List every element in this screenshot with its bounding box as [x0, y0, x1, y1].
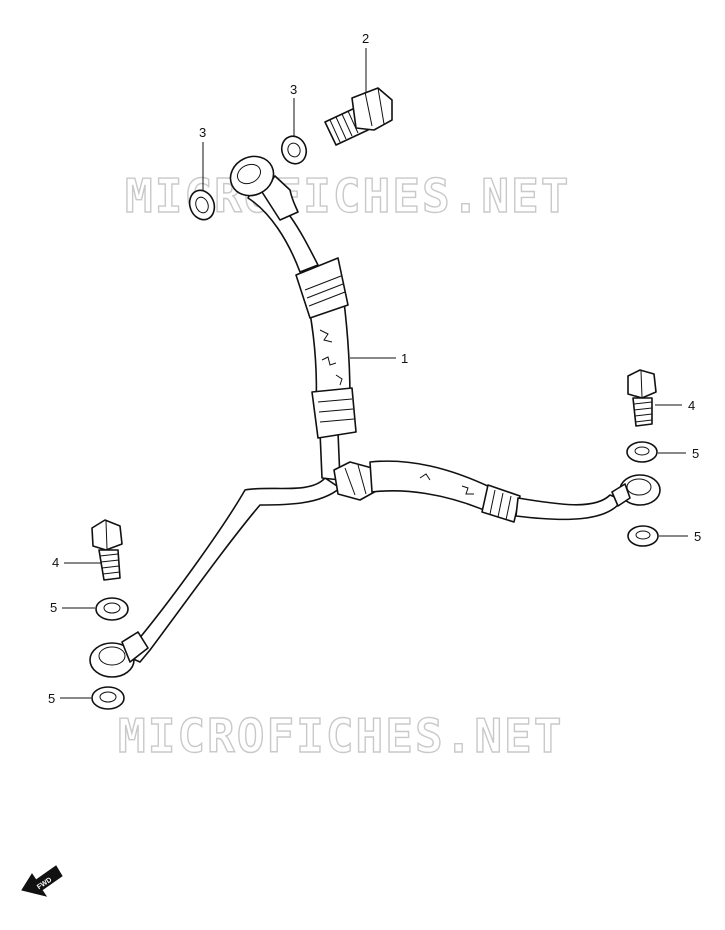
- gasket-5-right-upper: [626, 441, 658, 463]
- callout-2: 2: [362, 31, 369, 46]
- callout-5-right-lower: 5: [694, 529, 701, 544]
- gasket-5-right-lower: [627, 525, 659, 547]
- banjo-fitting-left: [89, 631, 149, 678]
- bolt-4-right: [627, 369, 657, 427]
- right-hose: [369, 460, 623, 523]
- callout-3-left: 3: [199, 125, 206, 140]
- union-bolt: [324, 87, 393, 146]
- callout-4-left: 4: [52, 555, 59, 570]
- gasket-5-left-lower: [91, 686, 125, 710]
- upper-hose: [247, 175, 357, 439]
- callout-3-right: 3: [290, 82, 297, 97]
- callout-5-right-upper: 5: [692, 446, 699, 461]
- gasket-5-left-upper: [95, 597, 129, 621]
- gasket-3-right: [280, 135, 308, 165]
- callout-1: 1: [401, 351, 408, 366]
- banjo-fitting-top: [229, 155, 275, 197]
- leader-lines: [60, 48, 688, 699]
- callout-5-left-upper: 5: [50, 600, 57, 615]
- fwd-arrow-icon: FWD: [21, 865, 63, 897]
- watermark-bottom: MICROFICHES.NET: [118, 709, 563, 763]
- callout-5-left-lower: 5: [48, 691, 55, 706]
- banjo-fitting-right: [611, 474, 661, 507]
- bolt-4-left: [91, 519, 123, 581]
- gasket-3-left: [188, 189, 216, 221]
- oil-hose-assembly: [89, 155, 661, 678]
- callout-4-right: 4: [688, 398, 695, 413]
